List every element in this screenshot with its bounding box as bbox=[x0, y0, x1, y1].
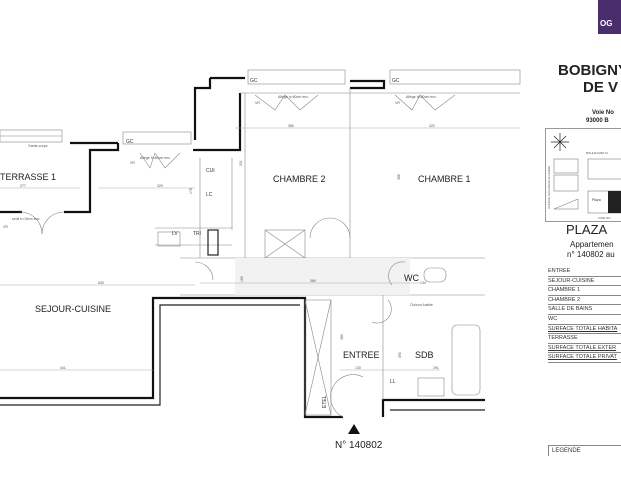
fixture-allege1: Allège h=60cm env. bbox=[140, 156, 171, 160]
surface-row-total: SURFACE TOTALE EXTER bbox=[548, 344, 621, 354]
map-street-left: AVENUE SALVADOR ALLENDE bbox=[547, 166, 551, 209]
fixture-allege3: Allège h=60cm env. bbox=[406, 95, 437, 99]
address-line2: 93000 B bbox=[586, 118, 609, 124]
exterior-walls bbox=[0, 76, 485, 419]
dim-couloir-h: 180 bbox=[240, 276, 244, 282]
fixture-vr1: VR bbox=[130, 161, 135, 165]
fixture-lv: LV bbox=[172, 231, 178, 237]
balcony-railing-sejour bbox=[122, 131, 192, 145]
room-label-entree: ENTREE bbox=[343, 350, 380, 360]
room-label-sdb: SDB bbox=[415, 350, 434, 360]
dim-sejour-w: 630 bbox=[98, 281, 104, 285]
room-label-wc: WC bbox=[404, 273, 419, 283]
address-line1: Voie No bbox=[592, 110, 614, 116]
program-name: PLAZA bbox=[566, 222, 608, 237]
developer-logo: OG bbox=[598, 0, 621, 34]
surface-row: SEJOUR-CUISINE bbox=[548, 277, 621, 287]
dim-ch2-w: 380 bbox=[288, 124, 294, 128]
surface-row: SALLE DE BAINS bbox=[548, 305, 621, 315]
room-label-sejour: SEJOUR-CUISINE bbox=[35, 304, 111, 314]
location-map-drawing: BOULEVARD M AVENUE SALVADOR ALLENDE VOIE… bbox=[547, 133, 621, 220]
door-swings bbox=[19, 94, 456, 418]
fixture-vr3: VR bbox=[395, 101, 400, 105]
surface-row-total: SURFACE TOTALE HABITA bbox=[548, 325, 621, 335]
duct bbox=[207, 229, 219, 256]
fixture-garde-corps: Garde-corps bbox=[28, 144, 48, 148]
sink bbox=[157, 231, 181, 247]
dimension-lines bbox=[0, 127, 520, 371]
dim-ch2-h: 331 bbox=[239, 160, 243, 166]
fixture-vr2: VR bbox=[255, 101, 260, 105]
dim-cui-h: 178 bbox=[189, 188, 193, 194]
fixture-gc2: GC bbox=[250, 78, 258, 84]
fixture-cloison: Cloison fusible bbox=[410, 303, 433, 307]
toilet bbox=[423, 267, 447, 283]
surface-row: CHAMBRE 1 bbox=[548, 286, 621, 296]
map-plaza: Plaza bbox=[592, 198, 601, 202]
dim-entree-w: 130 bbox=[355, 366, 361, 370]
lot-number: N° 140802 bbox=[335, 440, 383, 451]
project-title-line2: DE V bbox=[583, 79, 619, 96]
apartment-line1: Appartemen bbox=[570, 240, 614, 249]
surface-row: TERRASSE bbox=[548, 334, 621, 344]
terrace-railing bbox=[0, 129, 63, 143]
project-title-line1: BOBIGNY bbox=[558, 62, 621, 79]
surface-table: ENTREE SEJOUR-CUISINE CHAMBRE 1 CHAMBRE … bbox=[548, 267, 621, 363]
surface-row-total: SURFACE TOTALE PRIVAT bbox=[548, 353, 621, 363]
dim-wc-w: 134 bbox=[420, 281, 426, 285]
fixture-lc: LC bbox=[206, 192, 213, 198]
dim-sdb-h: 390 bbox=[398, 352, 402, 358]
fixture-cui: CUI bbox=[206, 168, 215, 174]
surface-row: WC bbox=[548, 315, 621, 325]
surface-row: ENTREE bbox=[548, 267, 621, 277]
legend-header: LEGENDE bbox=[548, 445, 621, 456]
logo-text: OG bbox=[600, 19, 613, 28]
dim-sejour-top: 329 bbox=[157, 184, 163, 188]
fixture-gc3: GC bbox=[392, 78, 400, 84]
dim-sdb-w: 291 bbox=[433, 366, 439, 370]
map-street-top: BOULEVARD M bbox=[586, 151, 608, 155]
dim-ch1-h: 386 bbox=[397, 174, 401, 180]
balcony-railing-chambre1 bbox=[389, 69, 521, 85]
fixture-etel: ETEL bbox=[322, 395, 328, 408]
apartment-line2: n° 140802 au bbox=[567, 250, 615, 259]
dim-ch1-w: 322 bbox=[429, 124, 435, 128]
interior-partitions bbox=[155, 88, 520, 416]
fixture-tri: TRI bbox=[193, 231, 201, 237]
map-street-bottom: VOIE NO bbox=[598, 216, 611, 220]
compass-rose-icon bbox=[551, 133, 569, 151]
dim-entree-h: 380 bbox=[340, 334, 344, 340]
dim-sejour-bottom: 441 bbox=[60, 366, 66, 370]
washbasin bbox=[417, 377, 445, 397]
dim-couloir-w: 389 bbox=[310, 279, 316, 283]
dim-terrasse: 277 bbox=[20, 184, 26, 188]
entrance-arrow-icon bbox=[348, 424, 360, 434]
balcony-railing-chambre2 bbox=[247, 69, 346, 85]
fixture-gc1: GC bbox=[126, 139, 134, 145]
fixture-ll: LL bbox=[390, 379, 396, 385]
room-label-chambre1: CHAMBRE 1 bbox=[418, 174, 471, 184]
corridor-hatch bbox=[235, 258, 410, 295]
fixture-allege2: Allège h=60cm env. bbox=[278, 95, 309, 99]
fixture-seuil: seuil h=15cm env. bbox=[12, 217, 40, 221]
fixture-vr4: VR bbox=[3, 225, 8, 229]
room-label-chambre2: CHAMBRE 2 bbox=[273, 174, 326, 184]
room-label-terrasse: TERRASSE 1 bbox=[0, 172, 56, 182]
surface-row: CHAMBRE 2 bbox=[548, 296, 621, 306]
location-map: BOULEVARD M AVENUE SALVADOR ALLENDE VOIE… bbox=[545, 128, 621, 222]
bathtub bbox=[451, 324, 481, 396]
info-panel: OG BOBIGNY DE V Voie No 93000 B BOULEVAR… bbox=[540, 0, 621, 480]
floor-plan: TERRASSE 1 SEJOUR-CUISINE CHAMBRE 2 CHAM… bbox=[0, 69, 521, 451]
